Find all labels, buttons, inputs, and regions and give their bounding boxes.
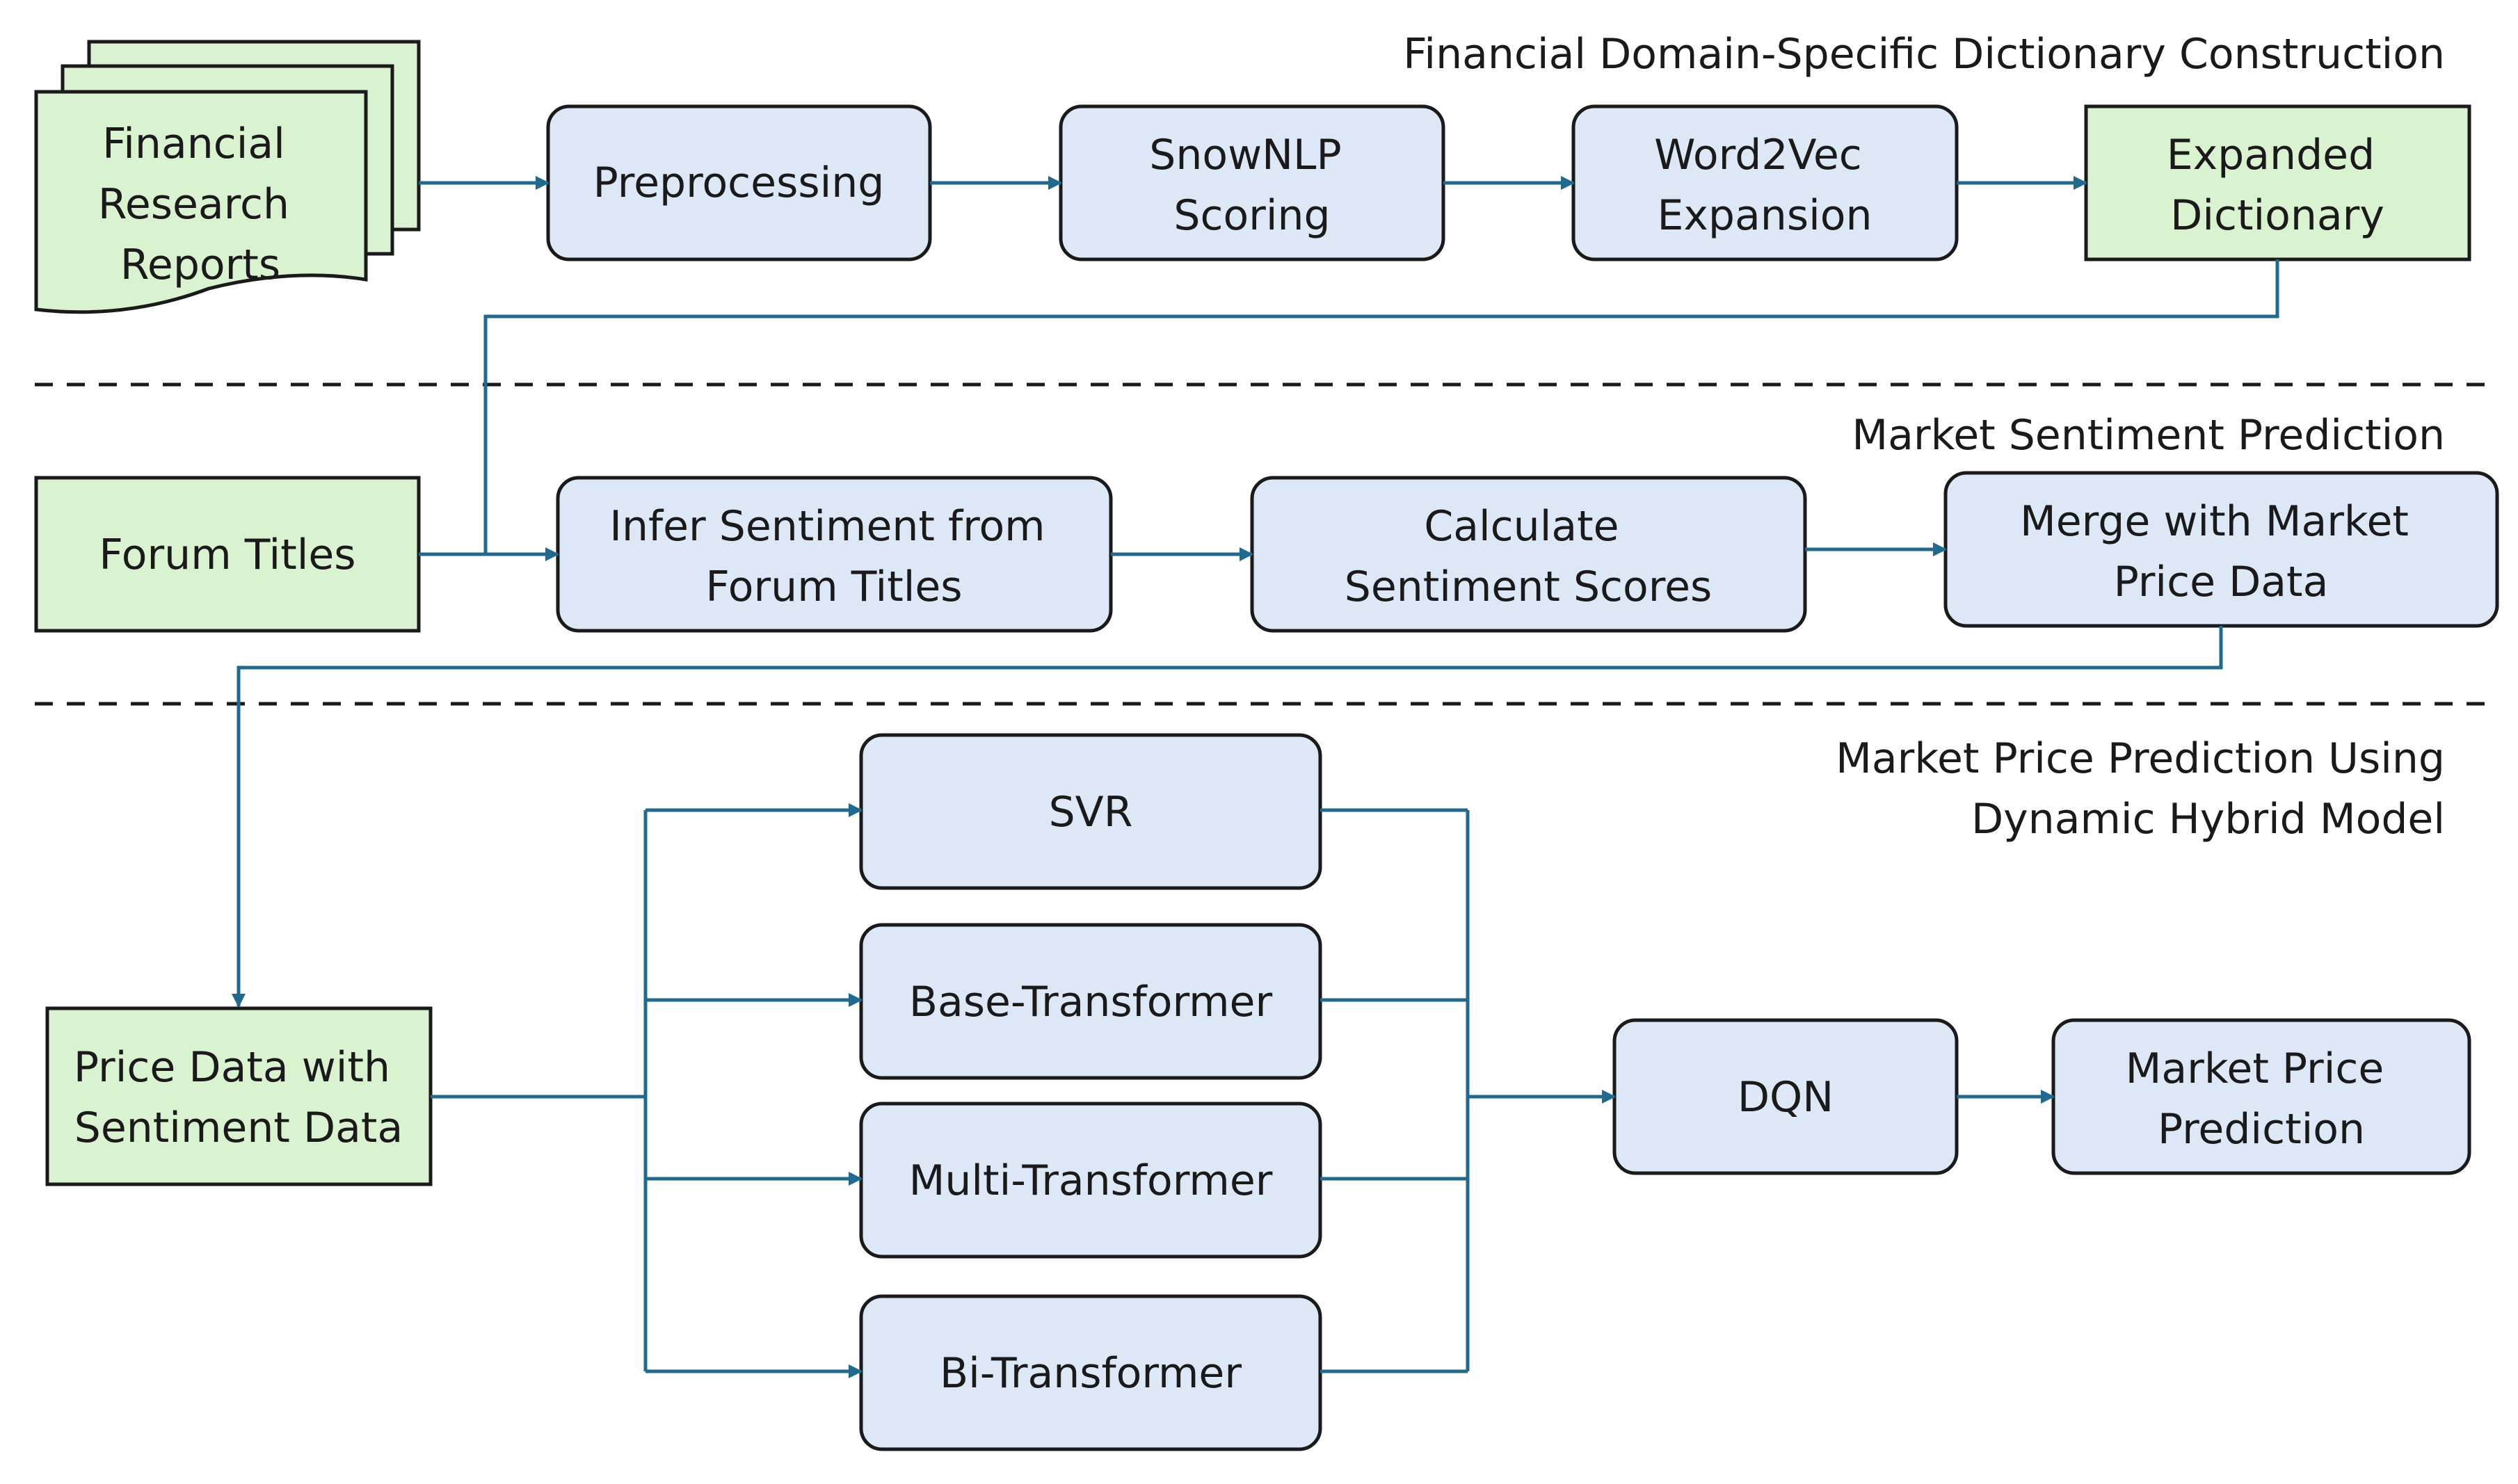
node-bi-transformer-label: Bi-Transformer <box>940 1349 1242 1398</box>
node-infer-sentiment: Infer Sentiment from Forum Titles <box>556 476 1113 633</box>
section-title-sentiment: Market Sentiment Prediction <box>1852 411 2445 460</box>
node-forum-titles-label: Forum Titles <box>99 531 355 579</box>
node-svr: SVR <box>859 733 1322 890</box>
node-forum-titles: Forum Titles <box>34 476 421 633</box>
section-title-dictionary: Financial Domain-Specific Dictionary Con… <box>1403 30 2445 79</box>
node-preprocessing-label: Preprocessing <box>593 159 885 207</box>
node-multi-transformer-label: Multi-Transformer <box>909 1156 1273 1205</box>
node-expanded-dictionary: Expanded Dictionary <box>2084 104 2471 261</box>
document-sheet-front <box>34 90 368 314</box>
node-calculate-scores-label: Calculate Sentiment Scores <box>1345 502 1713 611</box>
node-market-price-prediction-label: Market Price Prediction <box>2126 1045 2398 1154</box>
node-word2vec: Word2Vec Expansion <box>1571 104 1959 261</box>
node-price-sentiment-data: Price Data with Sentiment Data <box>45 1006 433 1186</box>
node-infer-sentiment-label: Infer Sentiment from Forum Titles <box>609 502 1058 611</box>
section-title-price-line2: Dynamic Hybrid Model <box>1971 795 2445 844</box>
node-base-transformer: Base-Transformer <box>859 923 1322 1080</box>
node-preprocessing: Preprocessing <box>546 104 932 261</box>
node-calculate-scores: Calculate Sentiment Scores <box>1250 476 1807 633</box>
section-title-price-line1: Market Price Prediction Using <box>1836 734 2445 783</box>
node-merge-price: Merge with Market Price Data <box>1943 471 2499 628</box>
node-merge-price-label: Merge with Market Price Data <box>2020 497 2422 606</box>
node-dqn-label: DQN <box>1738 1073 1834 1122</box>
node-multi-transformer: Multi-Transformer <box>859 1102 1322 1259</box>
reports-document-stack: Financial Research Reports <box>34 40 421 314</box>
node-base-transformer-label: Base-Transformer <box>909 978 1273 1026</box>
node-svr-label: SVR <box>1049 788 1133 837</box>
node-price-sentiment-data-label: Price Data with Sentiment Data <box>74 1043 403 1152</box>
node-dqn: DQN <box>1612 1018 1959 1175</box>
node-snownlp-label: SnowNLP Scoring <box>1149 131 1354 240</box>
node-market-price-prediction: Market Price Prediction <box>2051 1018 2471 1175</box>
connector-merge-to-price-data <box>232 626 2223 1008</box>
node-bi-transformer: Bi-Transformer <box>859 1294 1322 1451</box>
node-word2vec-label: Word2Vec Expansion <box>1654 131 1875 240</box>
node-snownlp: SnowNLP Scoring <box>1059 104 1445 261</box>
node-expanded-dictionary-label: Expanded Dictionary <box>2167 131 2388 240</box>
node-reports-label: Financial Research Reports <box>98 120 303 289</box>
connector-dictionary-to-sentiment <box>483 259 2279 554</box>
